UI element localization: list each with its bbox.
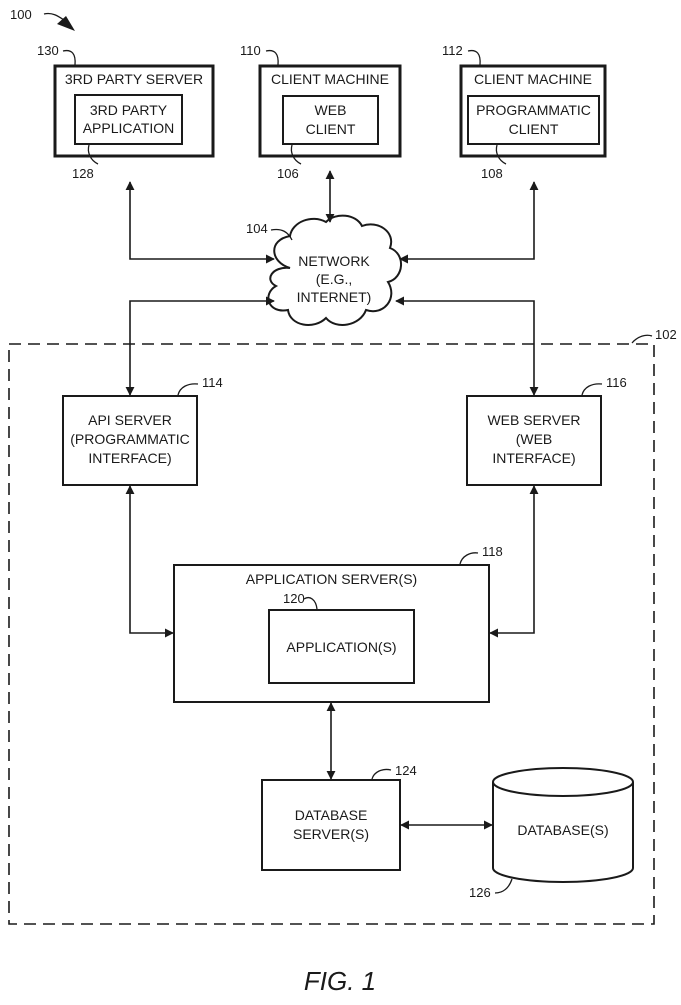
web-server-label-3: INTERFACE) — [492, 450, 575, 466]
programmatic-client-label-1: PROGRAMMATIC — [476, 102, 591, 118]
database-server-label-2: SERVER(S) — [293, 826, 369, 842]
system-ref-label: 102 — [655, 327, 677, 342]
web-server-ref: 116 — [606, 375, 627, 390]
figure-ref-leader — [43, 12, 65, 21]
programmatic-client-ref: 108 — [481, 166, 503, 181]
application-server-leader — [459, 552, 479, 565]
third-party-application-label-2: APPLICATION — [83, 120, 175, 136]
web-client-label-1: WEB — [315, 102, 347, 118]
client-machine-web-title: CLIENT MACHINE — [271, 71, 389, 87]
web-client-box — [282, 95, 379, 145]
database-ref: 126 — [469, 885, 491, 900]
connector-network-api-server — [125, 296, 275, 396]
web-client-label-2: CLIENT — [306, 121, 356, 137]
figure-ref-100: 100 — [10, 7, 75, 31]
web-server-box — [466, 395, 602, 486]
connector-api-server-application-server — [125, 485, 174, 638]
programmatic-client-leader — [495, 144, 507, 165]
api-server-label-3: INTERFACE) — [88, 450, 171, 466]
third-party-server-title: 3RD PARTY SERVER — [65, 71, 203, 87]
third-party-server-leader — [62, 49, 76, 66]
database-server-label-1: DATABASE — [295, 807, 368, 823]
third-party-application-ref: 128 — [72, 166, 94, 181]
programmatic-client-box — [467, 95, 600, 145]
web-server-label-1: WEB SERVER — [487, 412, 580, 428]
application-ref-leader — [303, 596, 318, 610]
api-server-label-1: API SERVER — [88, 412, 172, 428]
api-server-ref: 114 — [202, 375, 223, 390]
figure-caption: FIG. 1 — [304, 966, 376, 996]
third-party-server: 3RD PARTY SERVER 3RD PARTY APPLICATION 1… — [37, 43, 215, 181]
network-label-2: (E.G., — [316, 271, 353, 287]
database-cylinder-top — [492, 767, 634, 797]
database: DATABASE(S) 126 — [469, 767, 634, 900]
database-server-box — [261, 779, 401, 871]
programmatic-client-label-2: CLIENT — [509, 121, 559, 137]
database-label: DATABASE(S) — [517, 822, 608, 838]
third-party-application-box — [74, 94, 183, 145]
system-ref-leader — [631, 334, 653, 344]
database-ref-leader — [494, 878, 513, 894]
web-server-label-2: (WEB — [516, 431, 553, 447]
client-machine-programmatic-leader — [467, 49, 481, 66]
connector-web-server-application-server — [489, 485, 539, 638]
connector-network-web-server — [395, 296, 539, 396]
application-server: APPLICATION SERVER(S) APPLICATION(S) 118… — [173, 544, 503, 703]
api-server-label-2: (PROGRAMMATIC — [70, 431, 190, 447]
application-label: APPLICATION(S) — [286, 639, 396, 655]
api-server-leader — [177, 383, 199, 396]
figure-ref-arrowhead — [57, 16, 75, 31]
client-machine-web-ref: 110 — [240, 43, 261, 58]
network-cloud-shape — [267, 214, 402, 326]
database-server-leader — [371, 768, 392, 780]
network-ref: 104 — [246, 221, 268, 236]
application-ref: 120 — [283, 591, 305, 606]
client-machine-programmatic-ref: 112 — [442, 43, 463, 58]
api-server: API SERVER (PROGRAMMATIC INTERFACE) 114 — [62, 375, 223, 486]
web-server: WEB SERVER (WEB INTERFACE) 116 — [466, 375, 627, 486]
database-server: DATABASE SERVER(S) 124 — [261, 763, 417, 871]
application-server-title: APPLICATION SERVER(S) — [246, 571, 417, 587]
client-machine-web-leader — [265, 49, 279, 66]
client-machine-web: CLIENT MACHINE WEB CLIENT 110 106 — [240, 43, 402, 181]
connector-programmatic-client-network — [399, 181, 539, 264]
client-machine-programmatic: CLIENT MACHINE PROGRAMMATIC CLIENT 112 1… — [442, 43, 607, 181]
third-party-application-label-1: 3RD PARTY — [90, 102, 168, 118]
application-box — [268, 609, 415, 684]
network-label-1: NETWORK — [298, 253, 370, 269]
network-label-3: INTERNET) — [297, 289, 372, 305]
web-client-leader — [290, 144, 302, 165]
third-party-server-ref: 130 — [37, 43, 59, 58]
database-cylinder-body — [492, 782, 634, 883]
client-machine-programmatic-title: CLIENT MACHINE — [474, 71, 592, 87]
web-server-leader — [581, 383, 603, 396]
third-party-application-leader — [87, 144, 99, 165]
network-cloud: NETWORK (E.G., INTERNET) 104 — [246, 214, 402, 326]
connector-third-party-network — [125, 181, 275, 264]
application-server-ref: 118 — [482, 544, 503, 559]
system-boundary — [8, 343, 655, 925]
api-server-box — [62, 395, 198, 486]
figure-ref-label: 100 — [10, 7, 32, 22]
database-server-ref: 124 — [395, 763, 417, 778]
web-client-ref: 106 — [277, 166, 299, 181]
